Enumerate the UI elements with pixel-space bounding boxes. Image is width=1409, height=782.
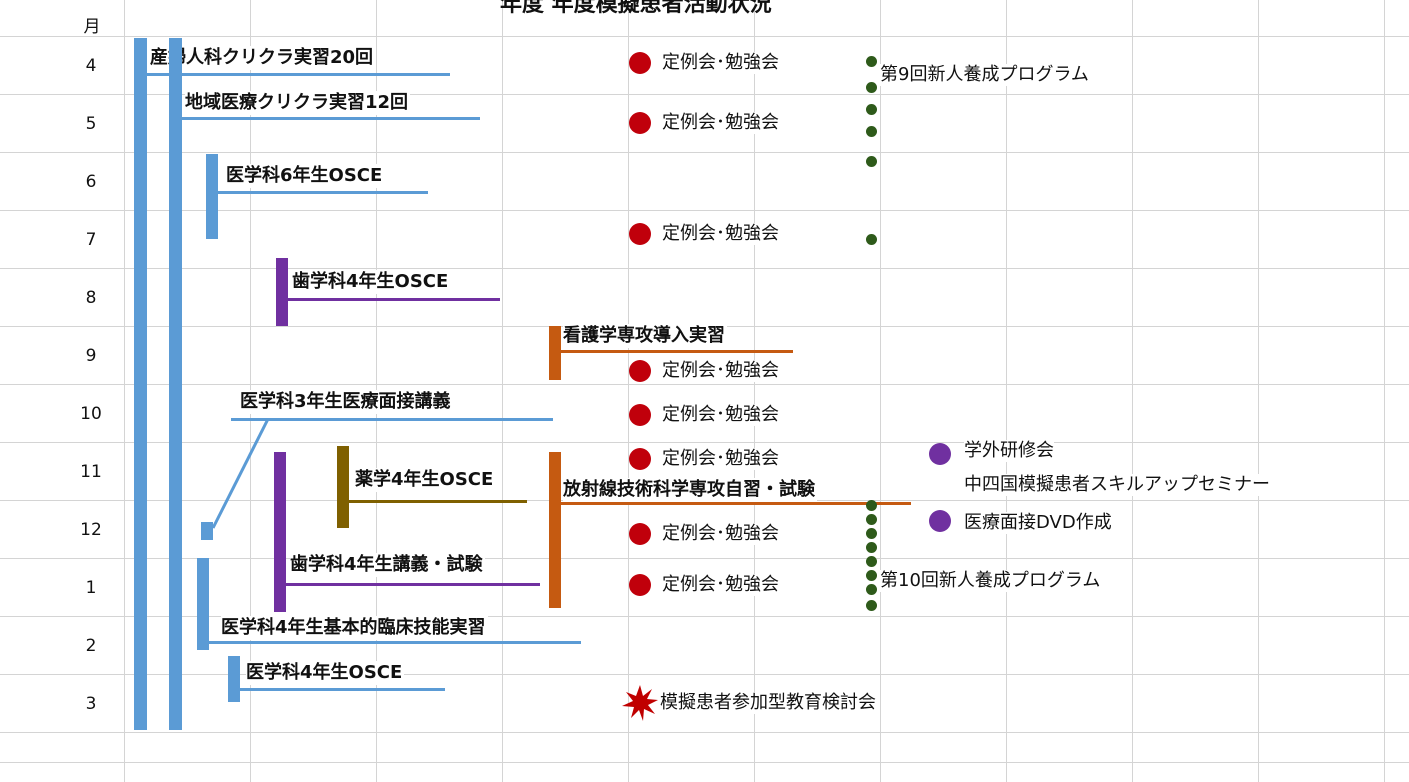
program-bar-dent-osce <box>276 258 288 326</box>
meeting-label: 定例会･勉強会 <box>662 112 779 134</box>
program-label: 産婦人科クリクラ実習20回 <box>150 46 376 70</box>
training-dot <box>866 104 877 115</box>
meeting-dot <box>629 52 651 74</box>
program-line <box>240 688 445 691</box>
month-label: 4 <box>85 56 97 76</box>
program-bar-pharm <box>337 446 349 528</box>
meeting-label: 定例会･勉強会 <box>662 448 779 470</box>
meeting-label: 定例会･勉強会 <box>662 404 779 426</box>
meeting-label: 定例会･勉強会 <box>662 574 779 596</box>
training-dot <box>866 56 877 67</box>
program-line <box>231 418 553 421</box>
training-label: 第9回新人養成プログラム <box>880 64 1089 86</box>
meeting-dot <box>629 223 651 245</box>
program-label: 医学科3年生医療面接講義 <box>240 390 453 414</box>
meeting-dot <box>629 404 651 426</box>
month-label: 12 <box>80 520 102 540</box>
program-bar-med4-skill <box>197 558 209 650</box>
chart-title: 年度 年度模擬患者活動状況 <box>500 0 772 17</box>
meeting-label: 定例会･勉強会 <box>662 223 779 245</box>
program-line <box>561 502 911 505</box>
program-line <box>218 191 428 194</box>
month-label: 11 <box>80 462 102 482</box>
month-label: 2 <box>85 636 97 656</box>
month-header: 月 <box>83 17 101 37</box>
meeting-dot <box>629 574 651 596</box>
program-line <box>288 298 500 301</box>
program-bar-med3 <box>201 522 213 540</box>
training-dot <box>866 556 877 567</box>
training-dot <box>866 528 877 539</box>
program-label: 地域医療クリクラ実習12回 <box>185 91 411 115</box>
starburst-icon <box>622 685 658 721</box>
program-bar-radiology <box>549 452 561 608</box>
program-bar-obgyn <box>134 38 147 730</box>
external-dot <box>929 510 951 532</box>
external-label-2: 中四国模擬患者スキルアップセミナー <box>964 474 1270 496</box>
month-label: 1 <box>85 578 97 598</box>
program-label: 歯学科4年生講義・試験 <box>290 553 485 577</box>
month-label: 8 <box>85 288 97 308</box>
program-line <box>349 500 527 503</box>
meeting-dot <box>629 112 651 134</box>
program-label: 歯学科4年生OSCE <box>292 270 451 294</box>
training-dot <box>866 82 877 93</box>
month-label: 5 <box>85 114 97 134</box>
training-dot <box>866 126 877 137</box>
review-label: 模擬患者参加型教育検討会 <box>660 692 876 714</box>
program-label: 放射線技術科学専攻自習・試験 <box>563 478 817 502</box>
program-line <box>182 117 480 120</box>
program-line <box>147 73 450 76</box>
program-bar-med6 <box>206 154 218 239</box>
meeting-label: 定例会･勉強会 <box>662 523 779 545</box>
training-dot <box>866 584 877 595</box>
dvd-label: 医療面接DVD作成 <box>964 512 1112 534</box>
program-bar-med4-osce <box>228 656 240 702</box>
program-line <box>286 583 540 586</box>
month-label: 7 <box>85 230 97 250</box>
training-dot <box>866 570 877 581</box>
meeting-label: 定例会･勉強会 <box>662 360 779 382</box>
program-label: 医学科4年生OSCE <box>246 661 405 685</box>
program-bar-dent-lecture <box>274 452 286 612</box>
training-dot <box>866 514 877 525</box>
training-dot <box>866 234 877 245</box>
program-bar-community <box>169 38 182 730</box>
month-label: 10 <box>80 404 102 424</box>
meeting-dot <box>629 360 651 382</box>
training-dot <box>866 600 877 611</box>
training-dot <box>866 542 877 553</box>
program-label: 医学科6年生OSCE <box>226 164 385 188</box>
meeting-dot <box>629 523 651 545</box>
month-label: 3 <box>85 694 97 714</box>
program-label: 医学科4年生基本的臨床技能実習 <box>221 616 488 640</box>
training-dot <box>866 500 877 511</box>
training-dot <box>866 156 877 167</box>
training-label: 第10回新人養成プログラム <box>880 570 1101 592</box>
program-bar-nursing <box>549 326 561 380</box>
meeting-dot <box>629 448 651 470</box>
program-label: 看護学専攻導入実習 <box>563 324 727 348</box>
meeting-label: 定例会･勉強会 <box>662 52 779 74</box>
external-dot <box>929 443 951 465</box>
month-label: 6 <box>85 172 97 192</box>
program-label: 薬学4年生OSCE <box>355 468 496 492</box>
month-label: 9 <box>85 346 97 366</box>
program-line <box>561 350 793 353</box>
program-line <box>209 641 581 644</box>
external-label: 学外研修会 <box>964 440 1054 462</box>
